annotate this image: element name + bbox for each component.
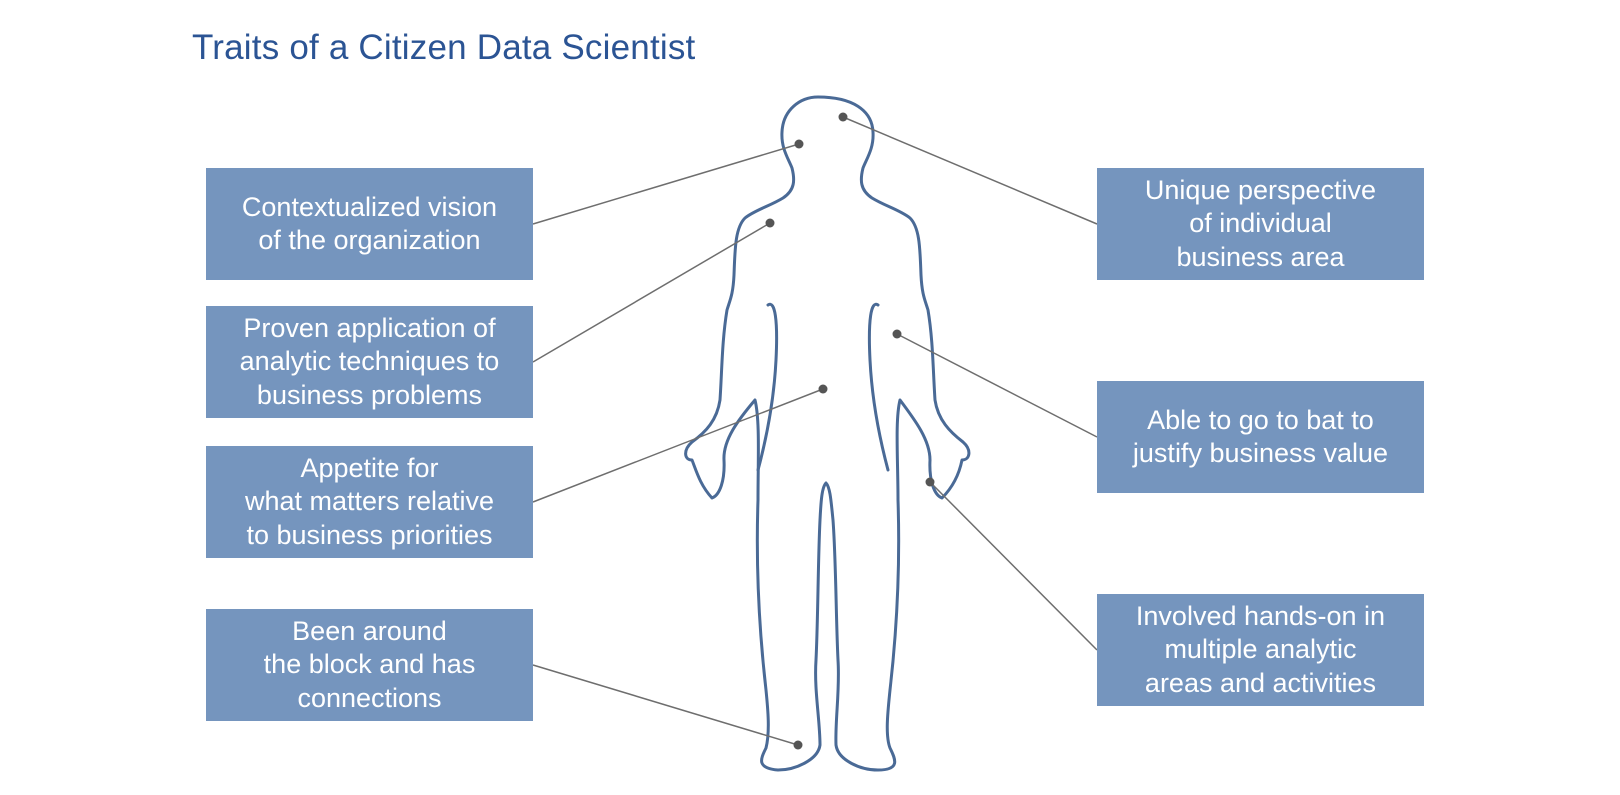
trait-box-right-1: Unique perspective of individual busines… (1097, 168, 1424, 280)
trait-text: Able to go to bat to justify business va… (1132, 404, 1389, 469)
trait-box-right-3: Involved hands-on in multiple analytic a… (1097, 594, 1424, 706)
leader-line-left-2 (532, 222, 771, 363)
trait-text: Proven application of analytic technique… (239, 312, 500, 410)
page-title: Traits of a Citizen Data Scientist (192, 28, 696, 67)
leader-line-left-3 (532, 388, 824, 503)
trait-box-left-3: Appetite for what matters relative to bu… (206, 446, 533, 558)
anchor-dot-left-2 (765, 218, 775, 228)
right-arm-inner-contour (867, 302, 890, 472)
leader-line-right-3 (929, 481, 1098, 651)
trait-text: Unique perspective of individual busines… (1144, 174, 1377, 272)
trait-text: Involved hands-on in multiple analytic a… (1135, 600, 1386, 698)
anchor-dot-left-1 (794, 139, 804, 149)
trait-box-right-2: Able to go to bat to justify business va… (1097, 381, 1424, 493)
trait-text: Appetite for what matters relative to bu… (244, 452, 495, 550)
anchor-dot-left-3 (818, 384, 828, 394)
trait-text: Contextualized vision of the organizatio… (241, 191, 498, 256)
trait-text: Been around the block and has connection… (263, 615, 476, 713)
leader-line-left-4 (532, 664, 799, 746)
left-arm-inner-contour (756, 302, 779, 472)
anchor-dot-right-2 (892, 329, 902, 339)
anchor-dot-right-1 (838, 112, 848, 122)
anchor-dot-right-3 (925, 477, 935, 487)
human-silhouette-outline-icon (684, 95, 971, 772)
anchor-dot-left-4 (793, 740, 803, 750)
trait-box-left-1: Contextualized vision of the organizatio… (206, 168, 533, 280)
leader-line-right-1 (842, 116, 1098, 225)
leader-line-left-1 (532, 143, 800, 225)
leader-line-right-2 (896, 333, 1098, 438)
trait-box-left-2: Proven application of analytic technique… (206, 306, 533, 418)
trait-box-left-4: Been around the block and has connection… (206, 609, 533, 721)
